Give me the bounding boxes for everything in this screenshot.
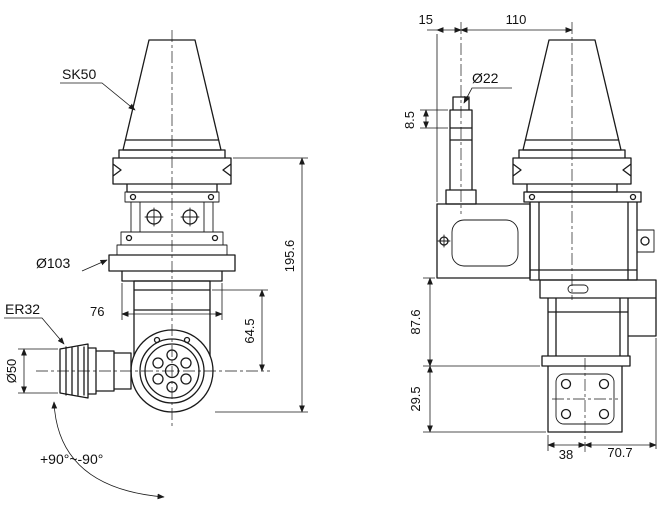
side-view: 15 110 Ø22 8.5 87.6 29.5 38 70.7 xyxy=(402,12,657,462)
main-block-side xyxy=(523,191,642,281)
bolt-symbol xyxy=(182,209,198,225)
arm-bolt xyxy=(439,236,449,246)
taper-flange-side xyxy=(512,149,632,193)
bolt-hole xyxy=(152,373,164,385)
spindle-diameter-label: Ø22 xyxy=(472,70,499,86)
bolt-hole xyxy=(180,357,192,369)
collet-assembly xyxy=(59,343,132,399)
leader-flange-diameter xyxy=(81,259,108,272)
base-offset-label: 38 xyxy=(559,447,573,462)
mount-flange-103 xyxy=(108,254,236,282)
base-bolt-hole xyxy=(598,408,610,420)
base-face-plate xyxy=(555,373,615,425)
leader-sk50 xyxy=(60,82,136,111)
screw-hole xyxy=(125,234,133,242)
collet-label: ER32 xyxy=(5,301,40,317)
spindle-unit-body xyxy=(116,191,228,256)
base-width-label: 70.7 xyxy=(607,445,632,460)
leader-spindle-diameter xyxy=(463,87,512,104)
step-height-label: 8.5 xyxy=(402,111,417,129)
swivel-range-arc xyxy=(51,401,165,500)
front-centerlines xyxy=(36,30,270,428)
screw-hole xyxy=(183,336,191,344)
front-view: SK50 Ø103 76 ER32 Ø50 +90°~-90° 195.6 64… xyxy=(4,30,308,500)
leader-er32 xyxy=(4,317,65,345)
side-texts: 15 110 Ø22 8.5 87.6 29.5 38 70.7 xyxy=(402,12,633,462)
front-body xyxy=(59,39,236,399)
body-height-label: 87.6 xyxy=(408,309,423,334)
front-dimensions xyxy=(4,82,308,500)
plate-slot xyxy=(567,284,589,294)
spindle-center-height-label: 64.5 xyxy=(242,318,257,343)
top-offset-label: 15 xyxy=(419,12,433,27)
screw-hole xyxy=(528,193,536,201)
base-bolt-hole xyxy=(560,378,572,390)
front-texts: SK50 Ø103 76 ER32 Ø50 +90°~-90° 195.6 64… xyxy=(4,66,297,467)
flange-diameter-label: Ø103 xyxy=(36,255,70,271)
base-height-label: 29.5 xyxy=(408,386,423,411)
extension-lines xyxy=(420,29,657,451)
screw-hole xyxy=(211,234,219,242)
base-bolt-hole xyxy=(560,408,572,420)
extension-lines xyxy=(18,157,308,413)
front-head-face xyxy=(125,193,219,413)
plate-width-label: 76 xyxy=(90,304,104,319)
head-inner-ring xyxy=(144,343,200,399)
overall-height-label: 195.6 xyxy=(282,240,297,273)
head-face-ring xyxy=(139,338,205,404)
screw-hole xyxy=(629,193,637,201)
base-cross-centerlines xyxy=(552,358,618,452)
screw-hole xyxy=(129,193,137,201)
taper-flange xyxy=(112,149,232,193)
collet-nut-diameter-label: Ø50 xyxy=(4,359,19,384)
arm-pocket xyxy=(451,219,519,267)
bolt-hole xyxy=(152,357,164,369)
screw-hole xyxy=(153,336,161,344)
bolt-hole xyxy=(180,373,192,385)
arm-extension xyxy=(436,203,531,279)
center-distance-label: 110 xyxy=(506,12,527,27)
base-bolt-hole xyxy=(598,378,610,390)
taper-label: SK50 xyxy=(62,66,96,82)
clamp-knob xyxy=(636,229,655,253)
bolt-hole xyxy=(166,349,178,361)
screw-hole xyxy=(207,193,215,201)
side-holes xyxy=(439,193,650,420)
side-body xyxy=(436,39,657,433)
clamp-knob-circle xyxy=(640,236,650,246)
bolt-hole xyxy=(166,381,178,393)
side-dimensions xyxy=(420,27,657,451)
aux-spindle xyxy=(445,96,477,205)
center-bore xyxy=(164,363,180,379)
bolt-symbol xyxy=(146,209,162,225)
head-outer-rim xyxy=(130,329,214,413)
swivel-range-label: +90°~-90° xyxy=(40,451,103,467)
lower-body-side xyxy=(539,279,657,433)
swivel-housing xyxy=(133,280,211,357)
